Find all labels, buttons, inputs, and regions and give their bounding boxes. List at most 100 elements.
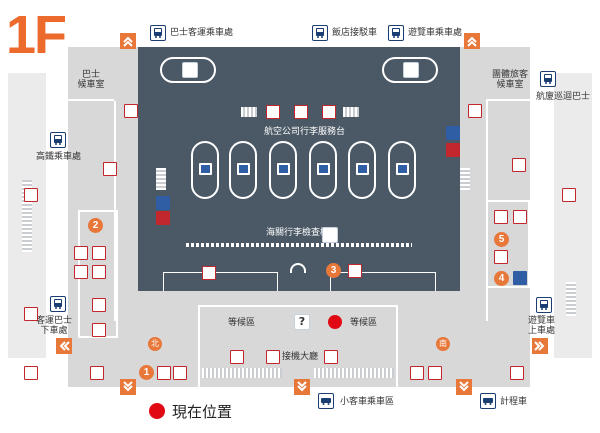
floor-label: 1F: [6, 5, 67, 65]
service-icon: [92, 323, 106, 337]
tour-bus-dropoff-label: 遊覽車 上車處: [528, 316, 556, 337]
question-mark-icon: ?: [294, 314, 310, 330]
minibus-label: 小客車乘車區: [340, 397, 395, 407]
hsr-bus-label: 高鐵乘車處: [36, 152, 82, 162]
service-icon: [173, 366, 187, 380]
legend-current-location-dot: [149, 403, 165, 419]
restroom-icon: [562, 188, 576, 202]
service-icon: [348, 264, 362, 278]
tour-bus-dropoff-icon: [536, 297, 552, 313]
elevator-icon: [322, 105, 336, 119]
right-escalator: [460, 168, 470, 190]
customs-label: 海關行李檢查櫃檯: [266, 228, 339, 238]
south-marker: 南: [436, 337, 450, 351]
restroom-icon: [512, 158, 526, 172]
bus-waiting-room-divider: [68, 99, 114, 101]
service-icon: [428, 366, 442, 380]
arrival-hall-block: [198, 305, 398, 387]
bus-terminal-label: 巴士客運乘車處: [170, 28, 234, 38]
service-icon: [202, 266, 216, 280]
exit-arrow-right-icon: [532, 338, 548, 354]
exit-arrow-up-icon: [120, 33, 136, 49]
right-stripe: [566, 282, 576, 316]
group-waiting-divider: [486, 99, 530, 101]
restroom-icon: [294, 105, 308, 119]
restroom-icon: [103, 162, 117, 176]
legend-current-location-label: 現在位置: [172, 403, 233, 421]
waiting-area-left-label: 等候區: [228, 318, 256, 328]
marker-4: 4: [494, 271, 509, 286]
elevator-icon: [446, 126, 460, 140]
service-icon: [74, 265, 88, 279]
top-right-carousel: [382, 57, 438, 83]
current-location-marker: [328, 315, 342, 329]
service-icon: [410, 366, 424, 380]
bus-stop-icon: [403, 62, 419, 78]
north-marker: 北: [148, 337, 162, 351]
left-stripe: [22, 180, 32, 252]
customs-icon: [322, 227, 338, 243]
mail-icon: [92, 265, 106, 279]
group-waiting-room-label: 團體旅客 候車室: [491, 70, 528, 91]
restroom-icon: [24, 188, 38, 202]
hotel-shuttle-label: 飯店接駁車: [332, 28, 378, 38]
restroom-icon: [90, 366, 104, 380]
crosswalk: [314, 368, 394, 378]
exit-arrow-down-icon: [456, 379, 472, 395]
luggage-carousel-icon: [229, 141, 257, 199]
luggage-carousel-icon: [388, 141, 416, 199]
left-escalator: [156, 168, 166, 190]
exit-arrow-left-icon: [56, 338, 72, 354]
airport-shuttle-icon: [540, 71, 556, 87]
luggage-carousel-icon: [191, 141, 219, 199]
restroom-icon: [510, 366, 524, 380]
tour-bus-icon: [388, 25, 404, 41]
hsr-bus-icon: [50, 132, 66, 148]
elevator-icon: [156, 196, 170, 210]
service-icon: [92, 246, 106, 260]
marker-2: 2: [88, 218, 103, 233]
crosswalk: [241, 107, 257, 117]
tour-bus-label: 遊覽車乘車處: [408, 28, 463, 38]
service-icon: [494, 210, 508, 224]
top-left-carousel: [160, 57, 216, 83]
passenger-bus-label: 客運巴士 下車處: [36, 316, 73, 337]
arrival-hall-label: 接機大廳: [282, 352, 319, 362]
waiting-area-right-label: 等候區: [350, 318, 378, 328]
luggage-carousel-icon: [309, 141, 337, 199]
restroom-icon: [124, 104, 138, 118]
right-room-box: [486, 200, 530, 288]
luggage-carousel-icon: [348, 141, 376, 199]
service-icon: [494, 250, 508, 264]
exit-arrow-down-icon: [120, 379, 136, 395]
passenger-bus-icon: [50, 296, 66, 312]
first-aid-icon: [513, 210, 527, 224]
bus-stop-icon: [182, 62, 198, 78]
service-icon: [513, 271, 527, 285]
exit-lane-left: [163, 272, 278, 291]
crosswalk: [343, 107, 359, 117]
service-icon: [230, 350, 244, 364]
customs-counter: [186, 243, 412, 247]
crosswalk: [202, 368, 282, 378]
accessible-icon: [446, 143, 460, 157]
service-icon: [92, 298, 106, 312]
service-icon: [74, 246, 88, 260]
restroom-icon: [266, 105, 280, 119]
restroom-icon: [24, 366, 38, 380]
restroom-icon: [24, 307, 38, 321]
marker-1: 1: [139, 365, 154, 380]
service-icon: [157, 366, 171, 380]
restroom-icon: [324, 350, 338, 364]
exit-arrow-down-icon: [294, 379, 310, 395]
marker-5: 5: [494, 232, 509, 247]
restroom-icon: [266, 350, 280, 364]
exit-lane-right: [330, 272, 436, 291]
luggage-carousel-icon: [269, 141, 297, 199]
bus-waiting-room-label: 巴士 候車室: [77, 70, 105, 91]
taxi-icon: [480, 393, 496, 409]
restroom-icon: [468, 104, 482, 118]
minibus-icon: [318, 393, 334, 409]
accessible-icon: [156, 211, 170, 225]
hotel-shuttle-icon: [312, 25, 328, 41]
